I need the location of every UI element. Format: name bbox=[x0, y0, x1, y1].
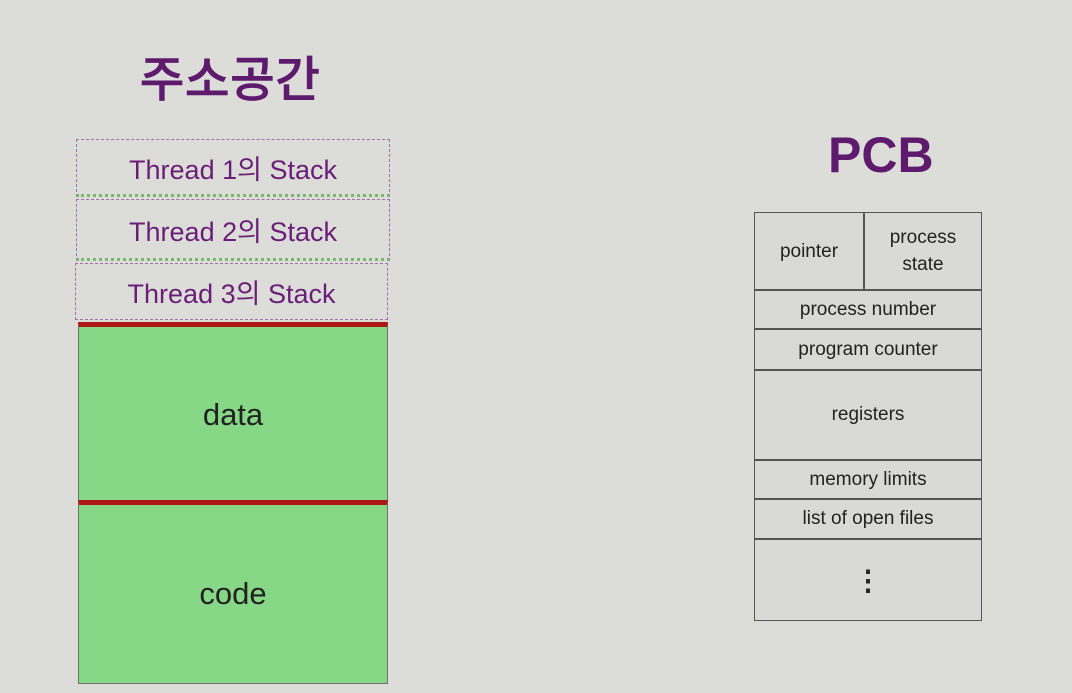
ellipsis-icon: ⋮ bbox=[854, 564, 882, 596]
pcb-row-header: pointer process state bbox=[755, 213, 981, 291]
pcb-process-number: process number bbox=[755, 291, 981, 330]
pcb-title: PCB bbox=[828, 127, 934, 183]
pcb-registers: registers bbox=[755, 371, 981, 461]
thread-2-stack: Thread 2의 Stack bbox=[76, 199, 390, 261]
address-space-title: 주소공간 bbox=[140, 52, 321, 108]
code-label: code bbox=[199, 576, 267, 611]
data-segment: data bbox=[78, 322, 388, 502]
pcb-process-state: process state bbox=[889, 227, 957, 275]
pcb-more-row: ⋮ bbox=[755, 540, 981, 620]
pcb-program-counter: program counter bbox=[755, 330, 981, 371]
code-segment: code bbox=[78, 500, 388, 684]
pcb-table: pointer process state process number pro… bbox=[754, 212, 982, 621]
thread-3-stack: Thread 3의 Stack bbox=[75, 263, 388, 320]
pcb-open-files: list of open files bbox=[755, 500, 981, 540]
pcb-pointer: pointer bbox=[755, 213, 865, 289]
pcb-memory-limits: memory limits bbox=[755, 461, 981, 500]
thread-1-stack: Thread 1의 Stack bbox=[76, 139, 390, 197]
data-label: data bbox=[202, 396, 264, 432]
